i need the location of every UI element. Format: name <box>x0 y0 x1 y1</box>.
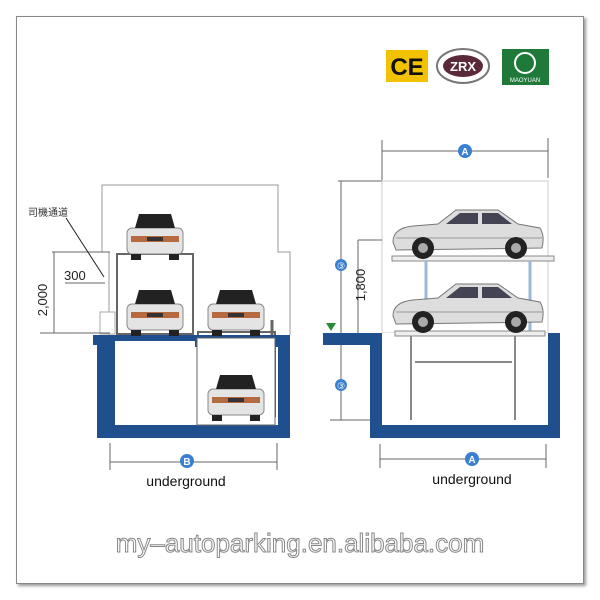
upper-height-marker: ③ <box>337 261 345 271</box>
right-caption: underground <box>432 471 511 487</box>
car-top-left <box>126 213 184 261</box>
lower-height-marker: ③ <box>337 381 345 391</box>
height-dimension-2000: 2,000 <box>35 284 50 317</box>
car-middle-left <box>126 289 184 337</box>
car-lower-platform <box>392 283 544 334</box>
ground-level-marker <box>326 323 336 331</box>
left-caption: underground <box>146 473 225 489</box>
width-marker-b: B <box>183 457 190 468</box>
car-middle-right <box>207 289 265 337</box>
driver-passage-arrow <box>65 217 105 278</box>
step-dimension-300: 300 <box>64 268 86 283</box>
top-width-marker-a: A <box>461 147 468 158</box>
bottom-width-marker-a: A <box>468 455 475 466</box>
zrx-logo: ZRX <box>436 48 490 84</box>
svg-text:CE: CE <box>390 54 423 81</box>
watermark: my–autoparking.en.alibaba.com <box>116 528 485 558</box>
ce-logo: CE <box>386 50 428 82</box>
height-dimension-1800: 1,800 <box>353 269 368 302</box>
driver-passage-label: 司機通道 <box>28 206 68 219</box>
left-diagram: 2,000 300 司機通道 B underground <box>28 184 291 489</box>
svg-text:MAOYUAN: MAOYUAN <box>510 78 540 84</box>
svg-text:ZRX: ZRX <box>450 59 476 74</box>
car-upper-platform <box>392 209 544 260</box>
maoyuan-logo: MAOYUAN <box>502 49 549 85</box>
right-diagram: A 1,800 ③ ③ A underground <box>323 138 560 487</box>
